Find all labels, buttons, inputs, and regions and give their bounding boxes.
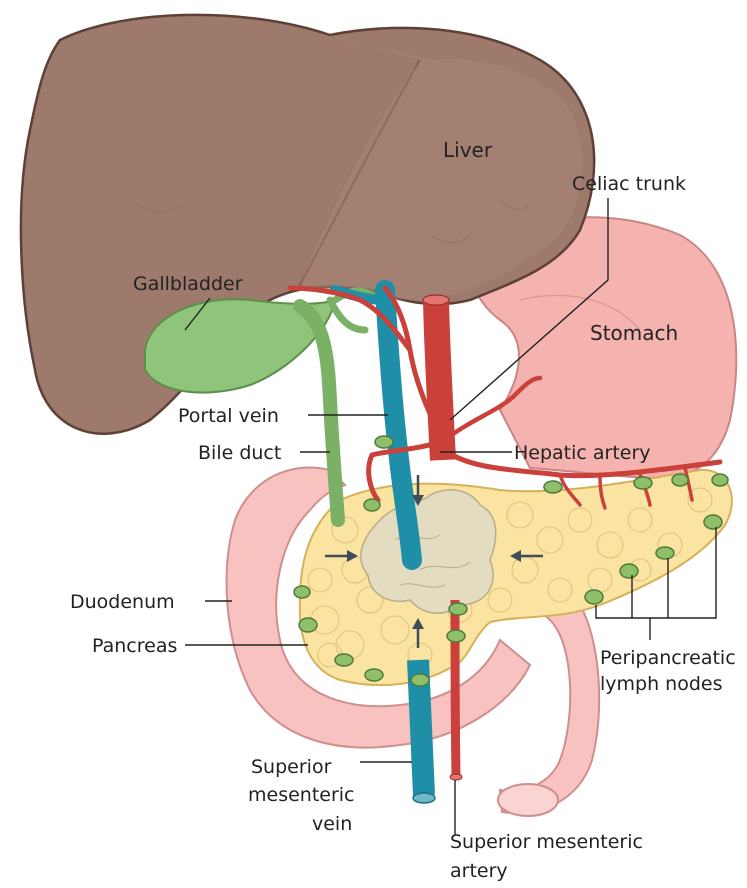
lymph-node <box>544 481 562 493</box>
lymph-node <box>620 564 638 578</box>
label-celiac-trunk: Celiac trunk <box>572 173 686 195</box>
lymph-node <box>585 590 603 604</box>
label-liver: Liver <box>443 138 493 162</box>
lymph-node <box>299 618 317 632</box>
sma-cut-end <box>450 774 462 780</box>
lymph-node <box>364 499 380 511</box>
lymph-node <box>375 436 393 448</box>
label-sma-2: artery <box>450 860 508 882</box>
label-smv-2: mesenteric <box>248 784 355 806</box>
lymph-node <box>365 669 383 681</box>
lymph-node <box>712 474 728 486</box>
lymph-node <box>634 477 652 489</box>
lymph-node <box>294 586 310 598</box>
label-peripancreatic-1: Peripancreatic <box>600 647 736 669</box>
label-duodenum: Duodenum <box>70 591 175 613</box>
lymph-node <box>704 515 722 529</box>
lymph-node <box>335 654 353 666</box>
lymph-node <box>447 630 465 642</box>
label-portal-vein: Portal vein <box>178 405 279 427</box>
label-pancreas: Pancreas <box>92 635 177 657</box>
label-bile-duct: Bile duct <box>198 442 281 464</box>
label-stomach: Stomach <box>590 321 678 345</box>
smv-cut-end <box>413 793 435 803</box>
superior-mesenteric-artery <box>455 600 456 775</box>
lymph-node <box>672 474 688 486</box>
label-sma-1: Superior mesenteric <box>450 831 643 853</box>
aorta-top <box>423 295 449 305</box>
lymph-node <box>411 674 429 686</box>
lymph-node <box>656 547 674 559</box>
label-smv-3: vein <box>312 813 352 835</box>
label-smv-1: Superior <box>251 756 332 778</box>
label-peripancreatic-2: lymph nodes <box>600 673 723 695</box>
lymph-node <box>449 603 467 615</box>
label-gallbladder: Gallbladder <box>133 273 243 295</box>
label-hepatic-artery: Hepatic artery <box>514 442 651 464</box>
jejunum-cut-end <box>498 784 558 816</box>
